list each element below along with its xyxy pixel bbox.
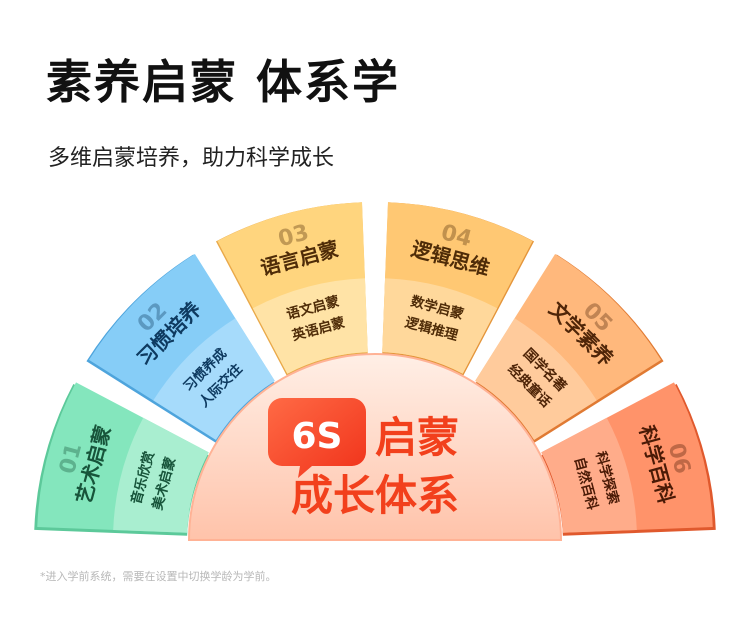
segment-inner-band: [113, 417, 209, 533]
center-hub: 6S 启蒙 成长体系: [187, 353, 563, 541]
six-s-badge: 6S: [268, 398, 366, 478]
center-line2: 成长体系: [291, 471, 459, 520]
page-title: 素养启蒙 体系学: [46, 55, 401, 109]
center-line1: 启蒙: [375, 413, 459, 462]
segment-inner-band: [153, 318, 275, 440]
segment-inner-band: [541, 417, 637, 533]
segment-inner-band: [475, 318, 597, 440]
segment-inner-band: [382, 278, 498, 374]
segment-01: 01艺术启蒙音乐欣赏美术启蒙: [34, 382, 209, 536]
badge-text: 6S: [292, 416, 343, 457]
page-subtitle: 多维启蒙培养，助力科学成长: [48, 146, 335, 171]
footnote: *进入学前系统，需要在设置中切换学龄为学前。: [40, 570, 277, 583]
segment-inner-band: [252, 278, 368, 374]
